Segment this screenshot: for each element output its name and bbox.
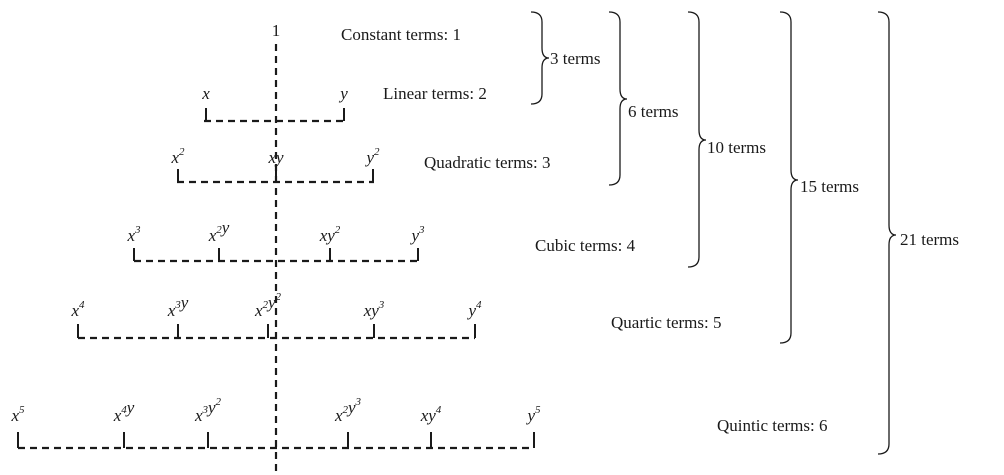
count-constant: Constant terms: 1 — [341, 25, 461, 44]
degree-4-term-3: x2y2 — [254, 291, 282, 320]
cumulative-totals: 3 terms 6 terms 10 terms 15 terms 21 ter… — [550, 49, 959, 249]
degree-1-term-1: x — [201, 84, 210, 103]
brace-6-terms — [608, 11, 628, 186]
degree-5-term-3: x3y2 — [194, 396, 222, 425]
degree-2-term-3: y2 — [364, 146, 380, 167]
brace-21-terms — [877, 11, 897, 455]
degree-3-term-2: x2y — [208, 218, 230, 245]
degree-4-term-5: y4 — [466, 299, 482, 320]
degree-5-term-5: xy4 — [420, 404, 442, 425]
degree-1-term-2: y — [338, 84, 348, 103]
total-15-terms: 15 terms — [800, 177, 859, 196]
degree-2-term-2: xy — [267, 148, 284, 167]
degree-5-term-6: y5 — [525, 404, 541, 425]
total-10-terms: 10 terms — [707, 138, 766, 157]
degree-3-term-4: y3 — [409, 224, 425, 245]
degree-3-term-1: x3 — [126, 224, 141, 245]
count-cubic: Cubic terms: 4 — [535, 236, 636, 255]
total-6-terms: 6 terms — [628, 102, 679, 121]
degree-3-term-3: xy2 — [319, 224, 341, 245]
degree-5-term-4: x2y3 — [334, 396, 362, 425]
degree-4-term-2: x3y — [167, 293, 189, 320]
brace-10-terms — [687, 11, 707, 268]
degree-5-term-2: x4y — [113, 398, 135, 425]
brace-3-terms — [530, 11, 550, 105]
count-quartic: Quartic terms: 5 — [611, 313, 721, 332]
brace-15-terms — [779, 11, 799, 344]
count-quintic: Quintic terms: 6 — [717, 416, 827, 435]
total-3-terms: 3 terms — [550, 49, 601, 68]
degree-5-term-1: x5 — [10, 404, 25, 425]
degree-2-term-1: x2 — [170, 146, 185, 167]
count-quadratic: Quadratic terms: 3 — [424, 153, 551, 172]
degree-4-term-4: xy3 — [363, 299, 385, 320]
term-counts: Constant terms: 1 Linear terms: 2 Quadra… — [341, 25, 827, 435]
total-21-terms: 21 terms — [900, 230, 959, 249]
cumulative-braces — [530, 11, 897, 455]
degree-4-term-1: x4 — [70, 299, 85, 320]
count-linear: Linear terms: 2 — [383, 84, 487, 103]
root-term: 1 — [272, 21, 281, 40]
